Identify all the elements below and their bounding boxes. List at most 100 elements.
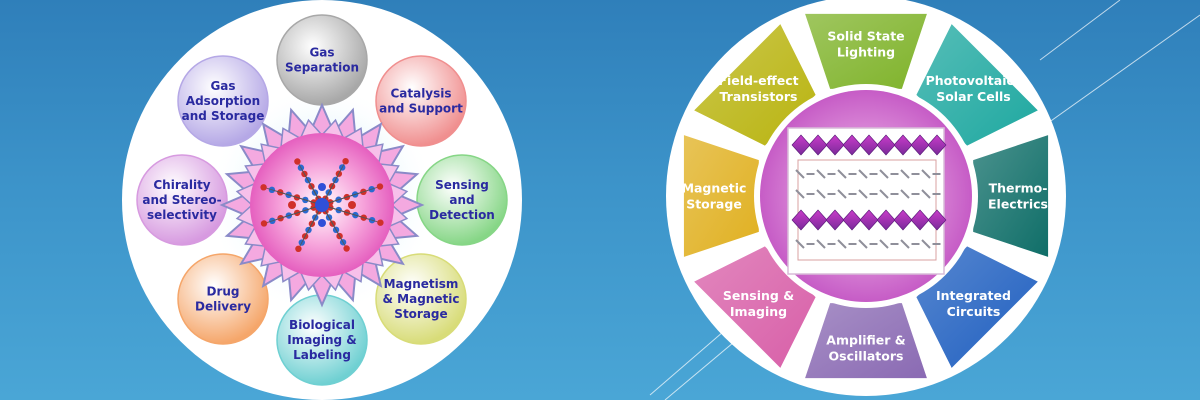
catalysis-support-circle: [375, 55, 467, 147]
molecule-node: [318, 219, 326, 227]
organic-chain: [879, 239, 889, 249]
gas-separation-label: Gas: [309, 46, 334, 60]
organic-chain: [837, 239, 847, 249]
organic-chain: [795, 169, 805, 179]
magnetism-storage-label: & Magnetic: [383, 292, 460, 306]
sensing-imaging-shape: [694, 246, 816, 368]
integrated-circuits-label: Circuits: [947, 304, 1001, 319]
molecule-bond: [298, 204, 323, 249]
octahedron-layer-1: [927, 134, 947, 156]
molecule-atom: [377, 219, 384, 226]
molecule-atom: [343, 245, 350, 252]
segment-sensing-imaging: Sensing &Imaging: [694, 246, 816, 368]
gas-separation-label: Separation: [285, 61, 359, 75]
organic-chain: [921, 189, 931, 199]
photovoltaics-shape: [916, 24, 1038, 146]
biological-imaging-label: Imaging &: [287, 333, 357, 347]
magnetic-storage-shape: [683, 135, 759, 257]
integrated-circuits-label: Integrated: [936, 288, 1011, 303]
molecule-node: [315, 198, 329, 212]
molecule-atom: [376, 183, 384, 190]
segment-amplifier-oscillators: Amplifier &Oscillators: [805, 303, 927, 379]
organic-chain: [879, 169, 889, 179]
molecule-bond: [321, 186, 381, 206]
solid-state-lighting-label: Solid State: [827, 28, 904, 43]
gas-adsorption-label: Gas: [210, 79, 235, 93]
sensing-detection-circle: [416, 154, 508, 246]
organic-chain: [900, 169, 910, 179]
unit-cell: [797, 159, 937, 261]
organic-chain: [858, 189, 868, 199]
molecule-atom: [294, 158, 301, 165]
magnetism-storage-circle: [375, 253, 467, 345]
organic-chain: [858, 169, 868, 179]
drug-delivery-circle: [177, 253, 269, 345]
organic-chain: [837, 169, 847, 179]
mof-framework-structure-icon: [260, 157, 384, 253]
sensing-imaging-label: Sensing &: [723, 288, 794, 303]
organic-chain: [816, 239, 826, 249]
chirality-label: Chirality: [153, 178, 210, 192]
photovoltaics-label: Solar Cells: [936, 89, 1011, 104]
solid-state-lighting-shape: [805, 13, 927, 89]
molecule-node: [348, 201, 356, 209]
molecule-atom: [295, 245, 302, 253]
magnetic-storage-label: Magnetic: [682, 180, 747, 195]
sensing-imaging-label: Imaging: [730, 304, 787, 319]
integrated-circuits-shape: [916, 246, 1038, 368]
organic-chain: [921, 239, 931, 249]
organic-chain: [816, 189, 826, 199]
gas-adsorption-label: and Storage: [182, 109, 265, 123]
crystal-structure-icon: [791, 134, 947, 261]
gas-adsorption-label: Adsorption: [186, 94, 260, 108]
amplifier-oscillators-label: Oscillators: [829, 348, 904, 363]
sensing-detection-label: Sensing: [435, 178, 489, 192]
molecule-atom: [342, 157, 349, 165]
organic-chain: [816, 169, 826, 179]
molecule-atom: [260, 184, 267, 191]
organic-chain: [858, 239, 868, 249]
photovoltaics-label: Photovoltaics: [926, 73, 1022, 88]
organic-chain: [795, 239, 805, 249]
gas-adsorption-circle: [177, 55, 269, 147]
drug-delivery-label: Drug: [206, 285, 239, 299]
organic-chain: [900, 189, 910, 199]
chirality-label: selectivity: [147, 208, 217, 222]
organic-chain: [879, 189, 889, 199]
organic-chain: [837, 189, 847, 199]
catalysis-support-label: Catalysis: [390, 87, 451, 101]
organic-chain: [900, 239, 910, 249]
field-effect-transistors-label: Transistors: [720, 89, 798, 104]
molecule-atom: [260, 220, 268, 227]
biological-imaging-label: Labeling: [293, 348, 351, 362]
molecule-bond: [321, 161, 346, 206]
solid-state-lighting-label: Lighting: [837, 44, 895, 59]
magnetism-storage-label: Magnetism: [384, 277, 459, 291]
field-effect-transistors-shape: [694, 24, 816, 146]
amplifier-oscillators-label: Amplifier &: [826, 332, 905, 347]
biological-imaging-label: Biological: [289, 318, 355, 332]
molecule-bond: [321, 204, 381, 224]
sensing-detection-label: and: [449, 193, 474, 207]
chirality-label: and Stereo-: [142, 193, 221, 207]
segment-thermoelectrics: Thermo-Electrics: [973, 135, 1049, 257]
molecule-node: [318, 183, 326, 191]
drug-delivery-label: Delivery: [195, 300, 251, 314]
field-effect-transistors-label: Field-effect: [718, 73, 798, 88]
thermoelectrics-label: Thermo-: [989, 180, 1048, 195]
organic-chain: [921, 169, 931, 179]
